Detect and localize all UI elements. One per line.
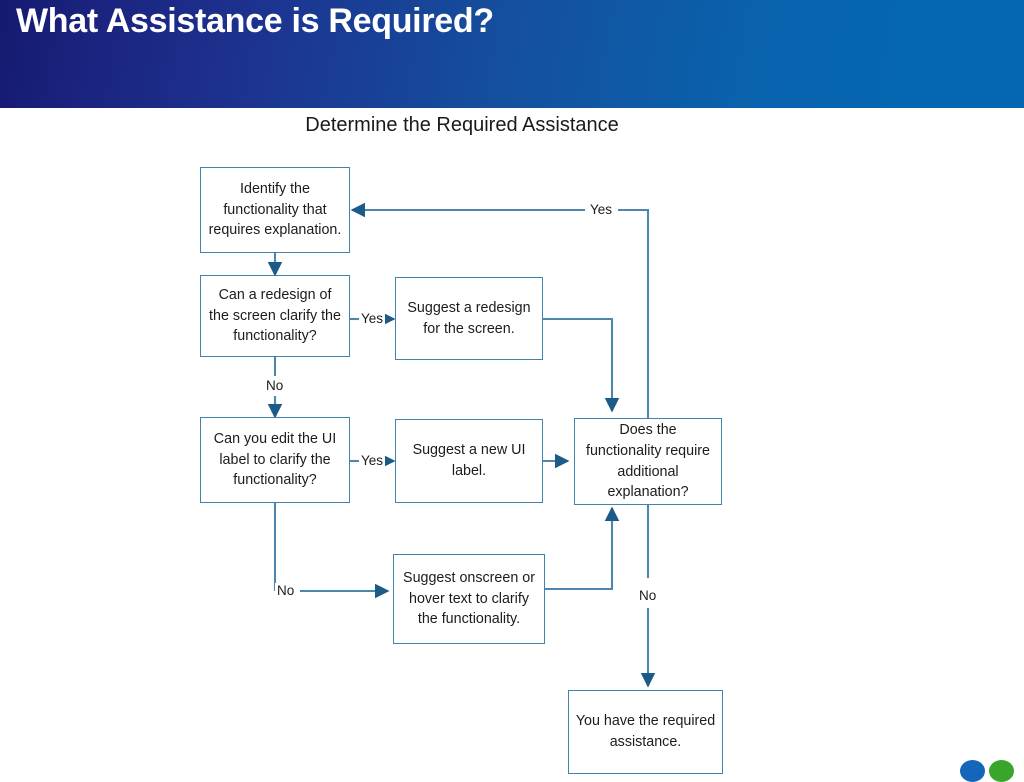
edge-label-decision-no: No xyxy=(637,588,659,603)
node-identify-label: Identify the functionality that requires… xyxy=(208,180,342,239)
node-redesign-question-label: Can a redesign of the screen clarify the… xyxy=(209,286,341,345)
node-suggest-hover-text-label: Suggest onscreen or hover text to clarif… xyxy=(403,569,535,628)
edge-label-redesign-no: No xyxy=(264,378,286,393)
node-suggest-new-ui-label[interactable]: Suggest a new UI label. xyxy=(395,419,543,503)
node-suggest-redesign[interactable]: Suggest a redesign for the screen. xyxy=(395,277,543,360)
flowchart-diagram: Determine the Required Assistance xyxy=(0,108,1024,774)
node-done[interactable]: You have the required assistance. xyxy=(568,690,723,774)
page-title: What Assistance is Required? xyxy=(16,2,494,40)
edge-label-loopback-yes: Yes xyxy=(588,202,615,217)
node-uilabel-question-label: Can you edit the UI label to clarify the… xyxy=(213,430,337,489)
node-decision-label: Does the functionality require additiona… xyxy=(586,422,710,501)
node-decision-additional-explanation[interactable]: Does the functionality require additiona… xyxy=(574,418,722,505)
node-redesign-question[interactable]: Can a redesign of the screen clarify the… xyxy=(200,275,350,357)
node-identify[interactable]: Identify the functionality that requires… xyxy=(200,167,350,253)
node-done-label: You have the required assistance. xyxy=(575,713,716,750)
logo-dot-blue-icon xyxy=(960,760,985,782)
logo-dot-green-icon xyxy=(989,760,1014,782)
edge-label-uilabel-no: No xyxy=(275,583,297,598)
slide-header-banner: What Assistance is Required? xyxy=(0,0,1024,108)
node-suggest-redesign-label: Suggest a redesign for the screen. xyxy=(407,299,531,337)
node-suggest-hover-text[interactable]: Suggest onscreen or hover text to clarif… xyxy=(393,554,545,644)
edge-label-uilabel-yes: Yes xyxy=(359,453,386,468)
node-uilabel-question[interactable]: Can you edit the UI label to clarify the… xyxy=(200,417,350,503)
node-suggest-new-ui-label-label: Suggest a new UI label. xyxy=(412,442,526,479)
brand-logo-icon xyxy=(960,756,1018,782)
edge-label-redesign-yes: Yes xyxy=(359,311,386,326)
diagram-title: Determine the Required Assistance xyxy=(305,114,619,136)
